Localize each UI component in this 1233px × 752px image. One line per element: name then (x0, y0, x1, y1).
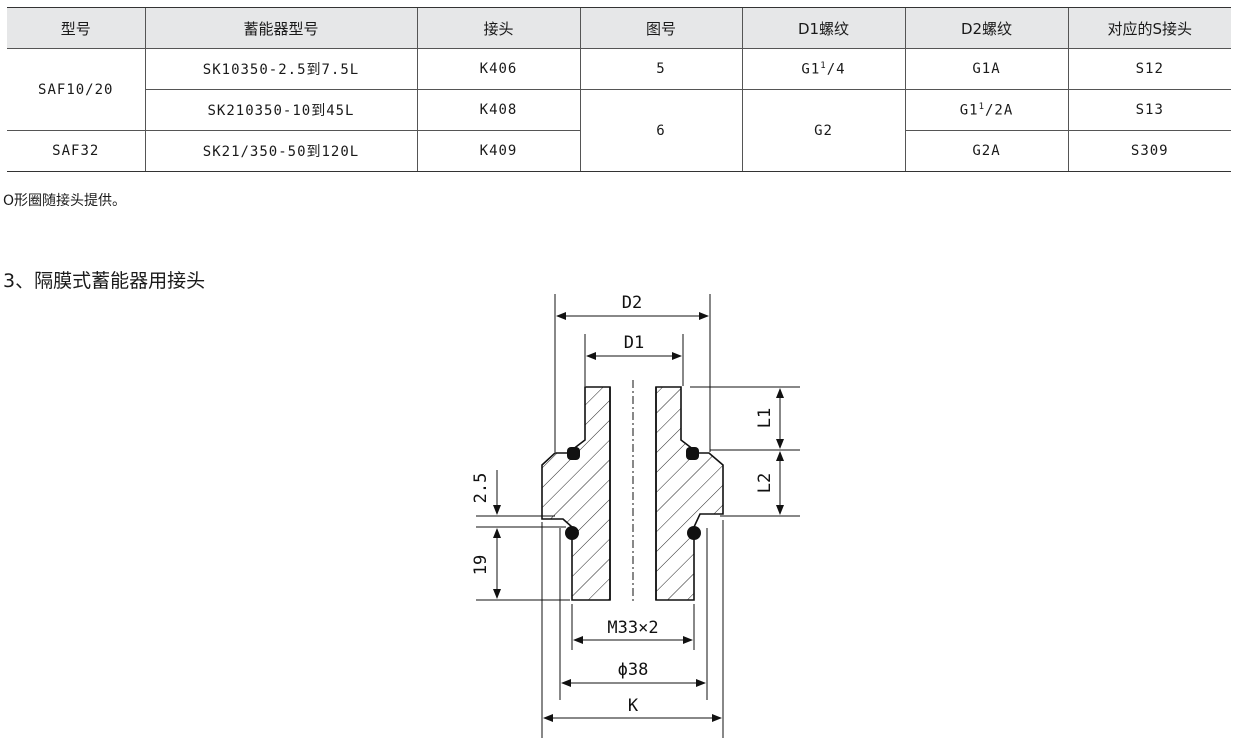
header-joint: 接头 (416, 7, 580, 49)
cell-d1: G2 (741, 89, 905, 172)
cell-s-joint: S13 (1067, 89, 1231, 131)
header-d2-thread: D2螺纹 (904, 7, 1068, 49)
d2-sup: 1 (978, 101, 985, 112)
cell-joint: K406 (416, 48, 580, 90)
section-title: 3、隔膜式蓄能器用接头 (3, 270, 206, 292)
label-l1: L1 (755, 408, 775, 428)
header-d1-thread: D1螺纹 (741, 7, 905, 49)
label-2-5: 2.5 (471, 473, 491, 504)
table-row: SAF10/20 SK10350-2.5到7.5L K406 5 G11/4 G… (7, 48, 1231, 131)
header-model: 型号 (7, 7, 145, 49)
o-ring-lower-right (687, 526, 701, 540)
cell-joint: K408 (416, 89, 580, 131)
cell-d1: G11/4 (741, 48, 905, 90)
cell-model: SAF10/20 (7, 48, 145, 131)
label-d1: D1 (624, 333, 644, 353)
cell-d2: G2A (904, 130, 1068, 172)
d2-base: G1 (959, 102, 979, 119)
joint-right-half (655, 386, 724, 601)
header-figure-no: 图号 (579, 7, 742, 49)
cell-accumulator: SK210350-10到45L (144, 89, 417, 131)
o-ring-upper-left (567, 447, 580, 460)
cell-d2: G11/2A (904, 89, 1068, 131)
cell-figure: 5 (579, 48, 742, 90)
extension-lines (476, 294, 800, 738)
cell-s-joint: S12 (1067, 48, 1231, 90)
label-k: K (628, 696, 639, 716)
cell-joint: K409 (416, 130, 580, 172)
cell-accumulator: SK21/350-50到120L (144, 130, 417, 172)
cell-s-joint: S309 (1067, 130, 1231, 172)
spec-table: 型号 蓄能器型号 接头 图号 D1螺纹 D2螺纹 对应的S接头 SAF10/20… (7, 7, 1231, 172)
o-ring-lower-left (565, 526, 579, 540)
label-thread: M33×2 (607, 618, 658, 638)
o-ring-upper-right (686, 447, 699, 460)
d1-sup: 1 (820, 60, 827, 71)
cell-d2: G1A (904, 48, 1068, 90)
label-d2: D2 (622, 293, 642, 313)
cell-figure: 6 (579, 89, 742, 172)
cell-accumulator: SK10350-2.5到7.5L (144, 48, 417, 90)
header-s-joint: 对应的S接头 (1067, 7, 1231, 49)
table-note: O形圈随接头提供。 (3, 193, 127, 209)
label-l2: L2 (755, 473, 775, 493)
label-19: 19 (471, 555, 491, 575)
cell-model: SAF32 (7, 130, 145, 172)
o-rings (565, 447, 701, 540)
header-accumulator-model: 蓄能器型号 (144, 7, 417, 49)
d2-tail: /2A (984, 102, 1014, 119)
label-phi38: ϕ38 (618, 660, 649, 680)
d1-tail: /4 (826, 61, 846, 78)
joint-left-half (541, 386, 611, 601)
d1-base: G1 (801, 61, 821, 78)
table-row: SAF32 SK21/350-50到120L K409 G2A S309 (7, 130, 1231, 172)
table-row: SK210350-10到45L K408 6 G2 G11/2A S13 (7, 89, 1231, 172)
table-header-row: 型号 蓄能器型号 接头 图号 D1螺纹 D2螺纹 对应的S接头 (7, 7, 1231, 49)
dimension-lines (493, 312, 784, 722)
